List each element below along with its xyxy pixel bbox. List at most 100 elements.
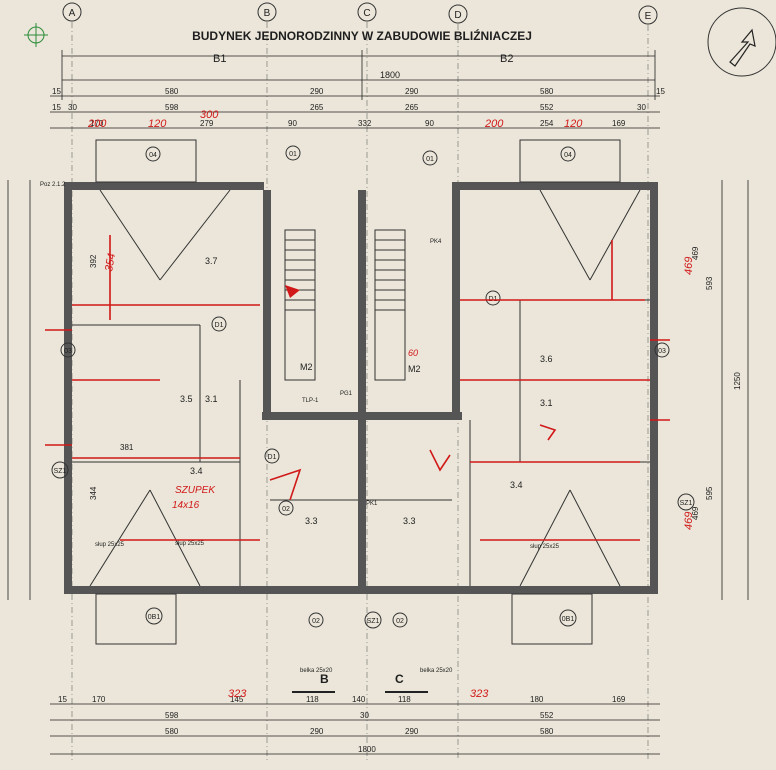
room-area: 3.1: [540, 398, 553, 408]
svg-text:30: 30: [637, 103, 646, 112]
svg-text:145: 145: [230, 695, 244, 704]
axis-D: D: [448, 4, 468, 24]
svg-text:1250: 1250: [733, 372, 742, 390]
svg-text:169: 169: [612, 695, 626, 704]
bottom-balconies: [95, 139, 621, 645]
svg-text:332: 332: [358, 119, 372, 128]
svg-text:PK4: PK4: [430, 239, 442, 245]
compass-icon: [24, 23, 48, 47]
svg-text:392: 392: [89, 254, 98, 268]
svg-text:323: 323: [228, 688, 247, 700]
svg-text:170: 170: [92, 695, 106, 704]
svg-text:C: C: [363, 8, 370, 19]
svg-text:0B1: 0B1: [562, 616, 575, 623]
svg-text:15: 15: [656, 87, 665, 96]
axis-C: C: [357, 2, 377, 22]
svg-text:02: 02: [312, 618, 320, 625]
svg-text:1800: 1800: [358, 745, 376, 754]
svg-text:598: 598: [165, 711, 179, 720]
red-markup: SZUPEK 14x16 200 120 300 120 200 354 323…: [45, 109, 695, 700]
svg-text:30: 30: [68, 103, 77, 112]
svg-text:469: 469: [683, 512, 695, 530]
svg-text:279: 279: [200, 119, 214, 128]
svg-text:belka 25x20: belka 25x20: [300, 668, 333, 674]
svg-text:169: 169: [612, 119, 626, 128]
svg-text:C: C: [395, 672, 404, 686]
svg-text:02: 02: [396, 618, 404, 625]
cross-section-markers: B C: [292, 672, 428, 693]
svg-text:344: 344: [89, 486, 98, 500]
svg-text:120: 120: [148, 118, 167, 130]
total-width: 1800: [380, 70, 400, 80]
svg-text:90: 90: [288, 119, 297, 128]
left-dimensions: 392 344 381: [7, 180, 134, 600]
svg-text:M2: M2: [300, 362, 313, 372]
svg-text:595: 595: [705, 486, 714, 500]
svg-text:469: 469: [691, 506, 700, 520]
svg-text:469: 469: [691, 246, 700, 260]
element-tags: 03 03 01 01 04 04 D1 D1 D1 02 02 02 SZ1 …: [51, 145, 695, 629]
svg-text:belka 25x20: belka 25x20: [420, 668, 453, 674]
svg-text:140: 140: [352, 695, 366, 704]
svg-text:E: E: [645, 11, 652, 22]
red-note-size: 14x16: [172, 500, 200, 511]
room-area: 3.4: [510, 480, 523, 490]
staircase-right: [374, 229, 406, 381]
svg-text:A: A: [69, 8, 76, 19]
svg-text:PK1: PK1: [366, 501, 378, 507]
svg-text:90: 90: [425, 119, 434, 128]
svg-text:598: 598: [165, 103, 179, 112]
svg-text:580: 580: [165, 87, 179, 96]
svg-text:B: B: [264, 8, 271, 19]
svg-text:118: 118: [398, 695, 411, 704]
svg-text:200: 200: [484, 118, 504, 130]
axis-E: E: [638, 5, 658, 25]
svg-text:30: 30: [360, 711, 369, 720]
svg-text:290: 290: [405, 87, 419, 96]
svg-text:580: 580: [165, 727, 179, 736]
bottom-dimensions: 15 170 145 118 140 118 180 169 598 30 55…: [50, 695, 660, 755]
svg-text:552: 552: [540, 103, 554, 112]
north-arrow-icon: [707, 7, 776, 77]
svg-text:D1: D1: [268, 454, 277, 461]
svg-text:469: 469: [683, 257, 695, 275]
svg-text:118: 118: [306, 695, 319, 704]
red-note-szupek: SZUPEK: [175, 485, 216, 496]
svg-text:słup 25x25: słup 25x25: [95, 542, 125, 548]
right-dimensions: 593 1250 595 469 469: [691, 180, 749, 600]
room-labels: 3.5 3.1 3.4 3.3 3.3 3.6 3.7 3.4 3.1: [180, 256, 553, 526]
svg-text:265: 265: [310, 103, 324, 112]
svg-text:254: 254: [540, 119, 554, 128]
svg-text:290: 290: [405, 727, 419, 736]
structural-annotations: Poz 2.1.2 słup 25x25 słup 25x25 słup 25x…: [40, 182, 560, 674]
segment-b2: B2: [500, 53, 513, 65]
svg-text:580: 580: [540, 87, 554, 96]
axis-A: A: [62, 2, 82, 22]
room-area: 3.4: [190, 466, 203, 476]
top-dimensions: B1 B2 1800 15 580 290 290 580 15 15 30 5…: [50, 50, 665, 129]
svg-text:PG1: PG1: [340, 391, 353, 397]
svg-text:słup 25x25: słup 25x25: [175, 541, 205, 547]
svg-text:323: 323: [470, 688, 489, 700]
svg-text:60: 60: [408, 348, 418, 358]
svg-text:B: B: [320, 672, 329, 686]
svg-text:170: 170: [90, 119, 104, 128]
room-area: 3.3: [305, 516, 318, 526]
room-area: 3.3: [403, 516, 416, 526]
svg-text:Poz 2.1.2: Poz 2.1.2: [40, 182, 66, 188]
svg-text:593: 593: [705, 276, 714, 290]
svg-text:SZ1: SZ1: [367, 618, 380, 625]
svg-text:381: 381: [120, 443, 134, 452]
svg-text:słup 25x25: słup 25x25: [530, 544, 560, 550]
drawing-title: BUDYNEK JEDNORODZINNY W ZABUDOWIE BLIŹNI…: [192, 28, 532, 43]
svg-text:290: 290: [310, 727, 324, 736]
svg-text:15: 15: [52, 103, 61, 112]
svg-text:02: 02: [282, 506, 290, 513]
svg-text:15: 15: [58, 695, 67, 704]
svg-text:SZ1: SZ1: [54, 468, 67, 475]
svg-text:01: 01: [426, 156, 434, 163]
svg-text:01: 01: [289, 151, 297, 158]
svg-text:200: 200: [87, 118, 107, 130]
